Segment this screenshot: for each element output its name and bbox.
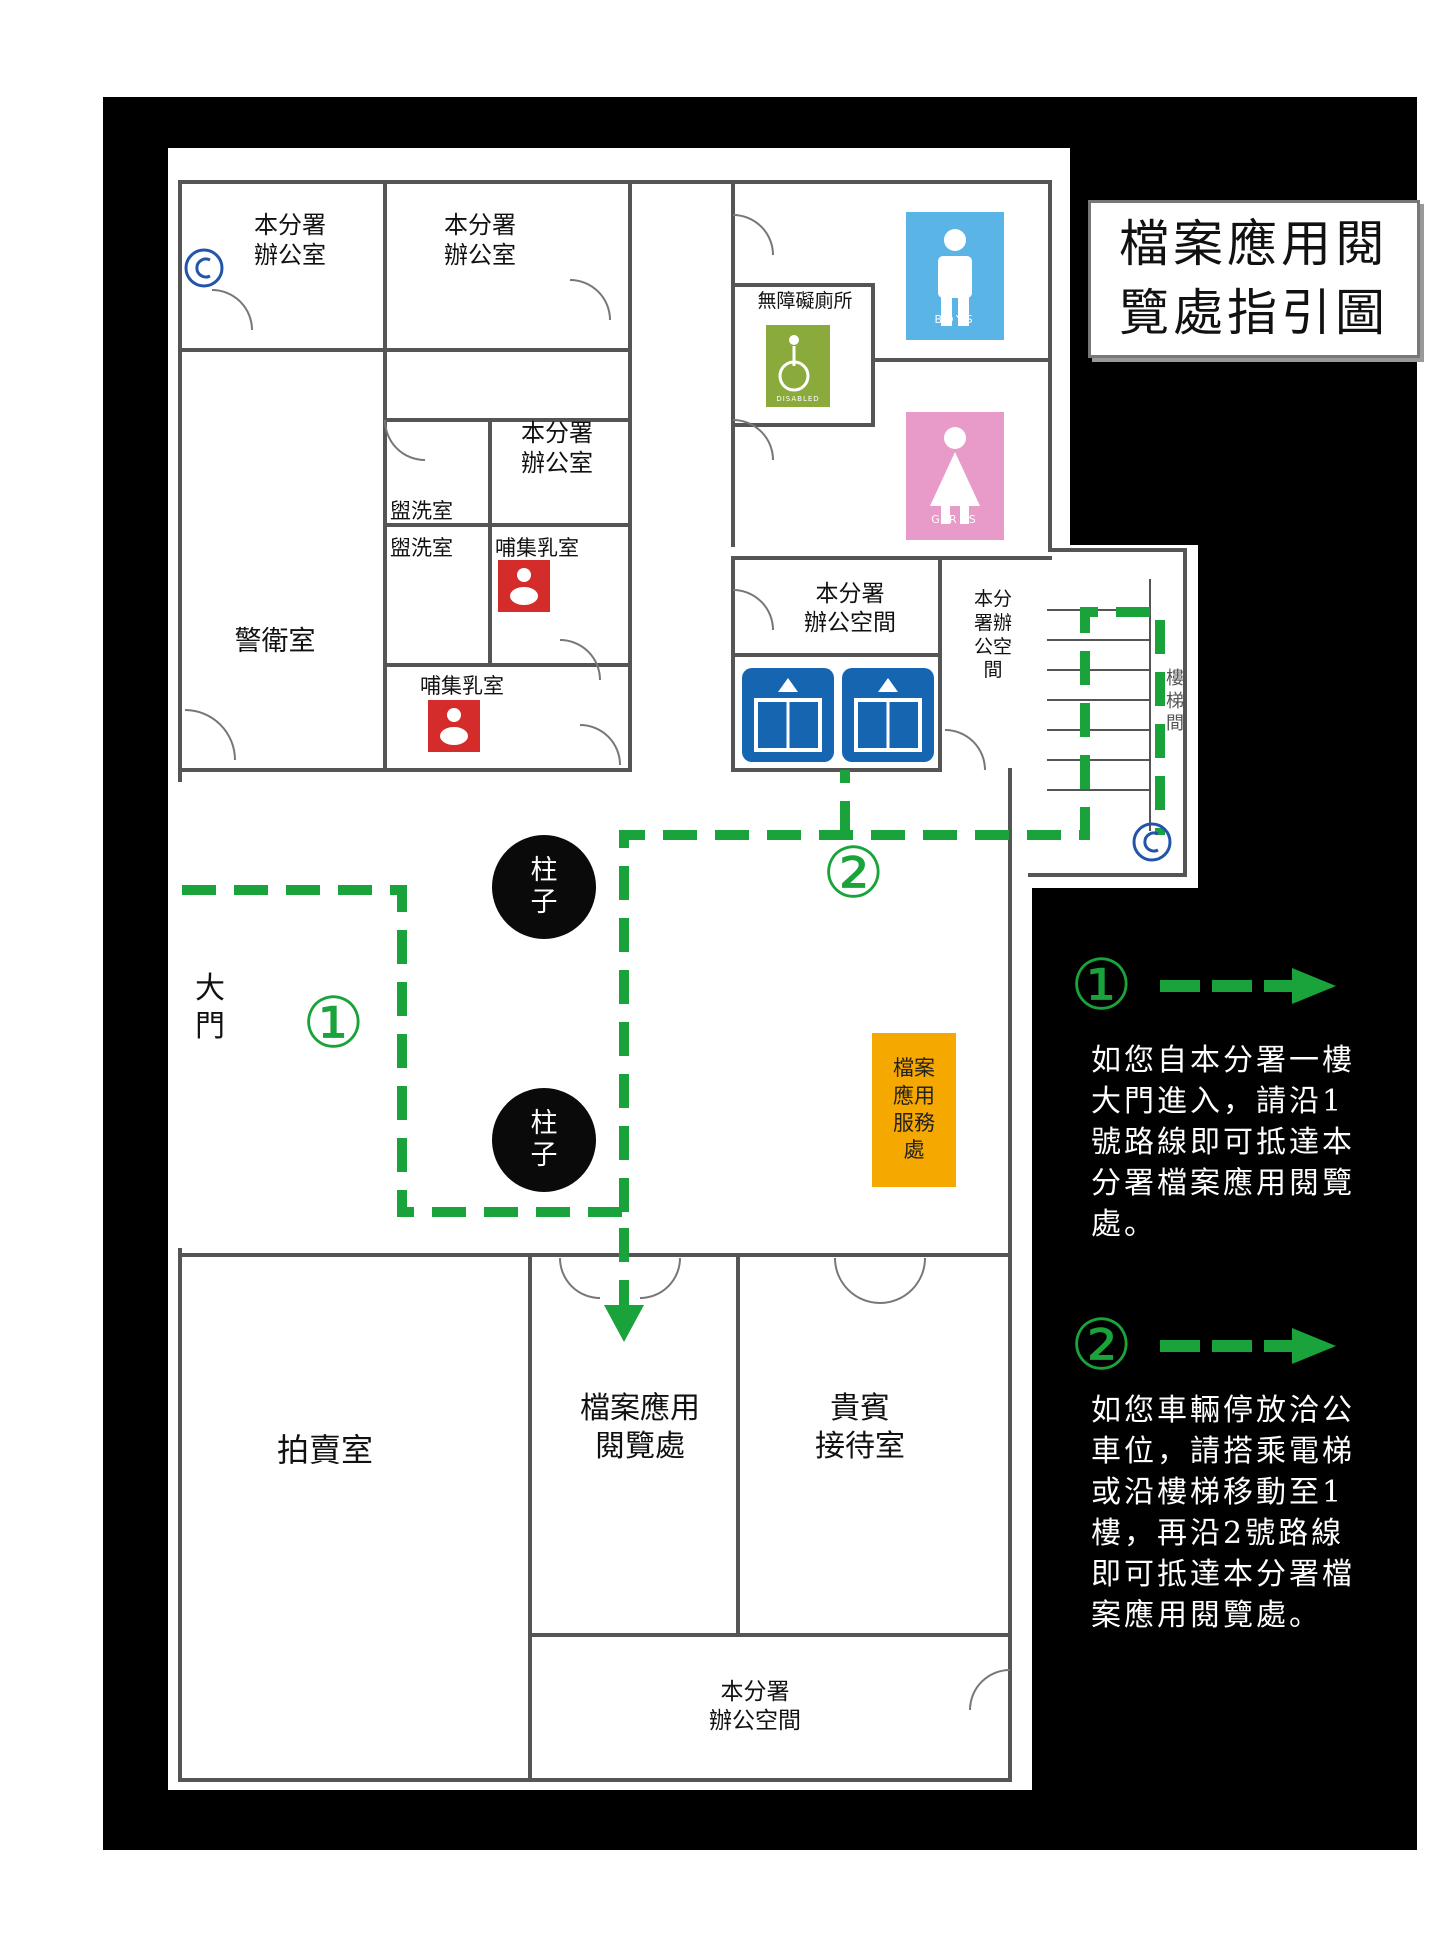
legend-text-1: 如您自本分署一樓 大門進入，請沿1 號路線即可抵達本 分署檔案應用閱覽 處。 (1091, 1043, 1355, 1243)
route-1-marker: ① (302, 982, 365, 1064)
room-label-office-space1: 本分署 辦公空間 (804, 581, 896, 636)
room-label-wash2: 盥洗室 (390, 536, 453, 560)
floor-area (168, 148, 1198, 1790)
room-label-stairs: 樓 梯 間 (1166, 668, 1184, 734)
route-1-path (182, 885, 629, 1310)
route-2-path (619, 607, 1165, 1212)
wheelchair-icon (766, 325, 830, 407)
room-label-office-tl2: 本分署 辦公室 (444, 211, 516, 269)
legend-arrow-2 (1160, 1328, 1336, 1364)
room-label-office-mid: 本分署 辦公室 (521, 419, 593, 477)
elevator-icon (742, 668, 834, 762)
accessible-sign: DISABLED (766, 325, 830, 407)
girls-sign: GIRLS (906, 412, 1004, 540)
route-1-arrowhead (604, 1305, 644, 1342)
nursing-icon (498, 560, 550, 612)
boys-caption: BOYS (934, 313, 976, 326)
page-title: 檔案應用閱 覽處指引圖 (1119, 215, 1389, 342)
boys-sign: BOYS (906, 212, 1004, 340)
room-label-wash1: 盥洗室 (390, 499, 453, 523)
pillar-1: 柱 子 (492, 835, 596, 939)
elevator-icon (842, 668, 934, 762)
room-label-nursing1: 哺集乳室 (495, 536, 579, 560)
disabled-caption: DISABLED (776, 395, 820, 403)
walls (178, 180, 1187, 1782)
door-swings (184, 214, 1011, 1711)
room-label-vip: 貴賓 接待室 (815, 1391, 905, 1464)
legend-text-2: 如您車輛停放洽公 車位，請搭乘電梯 或沿樓梯移動至1 樓，再沿2號路線 即可抵達… (1091, 1393, 1355, 1634)
nursing-icon (428, 700, 480, 752)
service-desk: 檔案 應用 服務 處 (872, 1033, 956, 1187)
woman-icon (906, 412, 1004, 540)
copyright-circle-icon (1132, 822, 1172, 862)
copyright-circle-icon (184, 248, 224, 288)
legend-arrow-1 (1160, 968, 1336, 1004)
pillar-2: 柱 子 (492, 1088, 596, 1192)
legend-marker-2: ② (1070, 1304, 1133, 1386)
legend-marker-1: ① (1070, 944, 1133, 1026)
room-label-office-space3: 本分署 辦公空間 (709, 1679, 801, 1734)
room-label-accessible-toilet: 無障礙廁所 (757, 290, 853, 312)
main-door-label: 大 門 (195, 971, 225, 1044)
room-label-office-space2: 本分 署辦 公空 間 (973, 588, 1012, 682)
room-label-reading-room: 檔案應用 閱覽處 (580, 1391, 700, 1464)
room-label-auction: 拍賣室 (276, 1431, 373, 1469)
route-2-marker: ② (822, 832, 885, 914)
man-icon (906, 212, 1004, 340)
girls-caption: GIRLS (931, 513, 979, 526)
room-label-guard: 警衛室 (234, 626, 316, 657)
room-label-nursing2: 哺集乳室 (420, 674, 504, 698)
title-box: 檔案應用閱 覽處指引圖 (1088, 200, 1420, 358)
room-label-office-tl1: 本分署 辦公室 (254, 211, 326, 269)
